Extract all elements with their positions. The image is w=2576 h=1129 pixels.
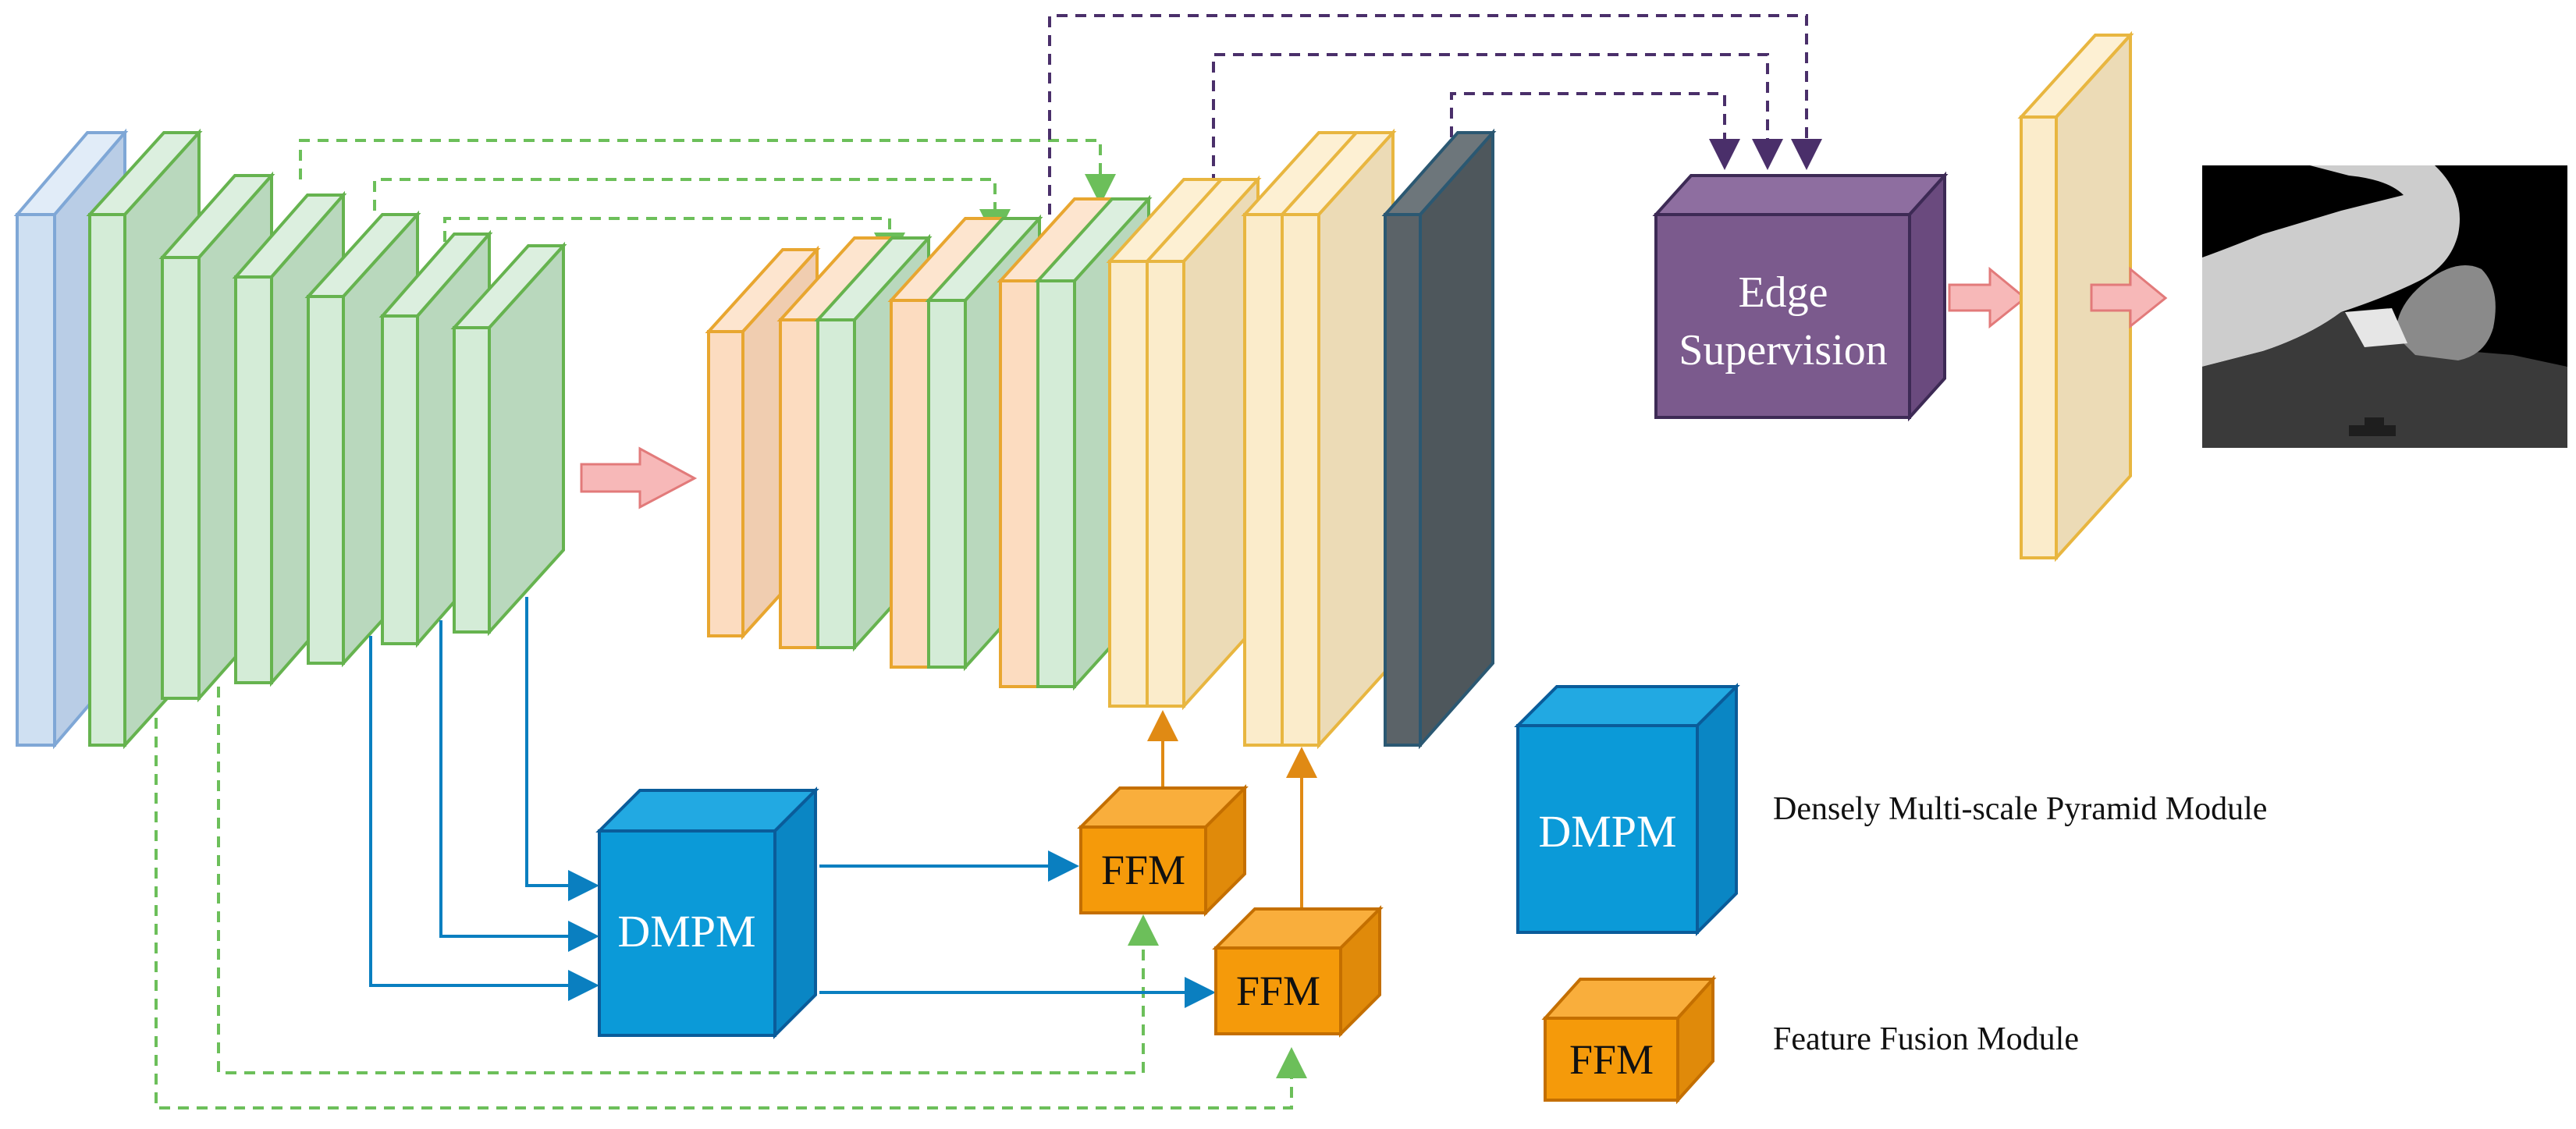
ffm-bottom-label: FFM: [1236, 967, 1320, 1014]
dmpm-module: DMPM: [595, 786, 819, 1039]
legend-dmpm: DMPM Densely Multi-scale Pyramid Module: [1514, 683, 2267, 936]
legend-ffm-label: FFM: [1569, 1036, 1654, 1083]
segmentation-mask-image: [2202, 165, 2567, 448]
decoder-layer-6: [1241, 128, 1397, 750]
legend-dmpm-description: Densely Multi-scale Pyramid Module: [1773, 791, 2267, 827]
flow-arrow-to-result: [2090, 266, 2168, 329]
dmpm-to-ffm-arrows: [819, 850, 1216, 1008]
encoder-to-dmpm-arrows: [369, 597, 599, 1001]
edge-supervision-line2: Supervision: [1679, 326, 1888, 375]
decoder-layer-5: [1106, 175, 1262, 711]
decoder-layer-dark: [1381, 128, 1497, 750]
flow-arrow-encoder-decoder: [580, 446, 698, 509]
flow-arrow-edge-output: [1948, 266, 2027, 329]
decoder-stack: [705, 128, 1497, 750]
legend-ffm: FFM Feature Fusion Module: [1541, 975, 2079, 1105]
edge-supervision-line1: Edge: [1738, 268, 1828, 317]
ffm-bottom-module: FFM: [1212, 905, 1384, 1038]
ffm-top-label: FFM: [1101, 847, 1185, 893]
legend-dmpm-label: DMPM: [1538, 806, 1676, 857]
ffm-top-module: FFM: [1077, 784, 1249, 917]
ffm-to-decoder-arrows: [1147, 710, 1317, 907]
encoder-stack: [13, 128, 567, 750]
edge-connections-purple: [1048, 14, 1822, 222]
encoder-layer-6: [450, 241, 567, 637]
edge-supervision-module: Edge Supervision: [1652, 171, 1949, 422]
legend-ffm-description: Feature Fusion Module: [1773, 1021, 2079, 1057]
dmpm-label: DMPM: [617, 906, 755, 957]
